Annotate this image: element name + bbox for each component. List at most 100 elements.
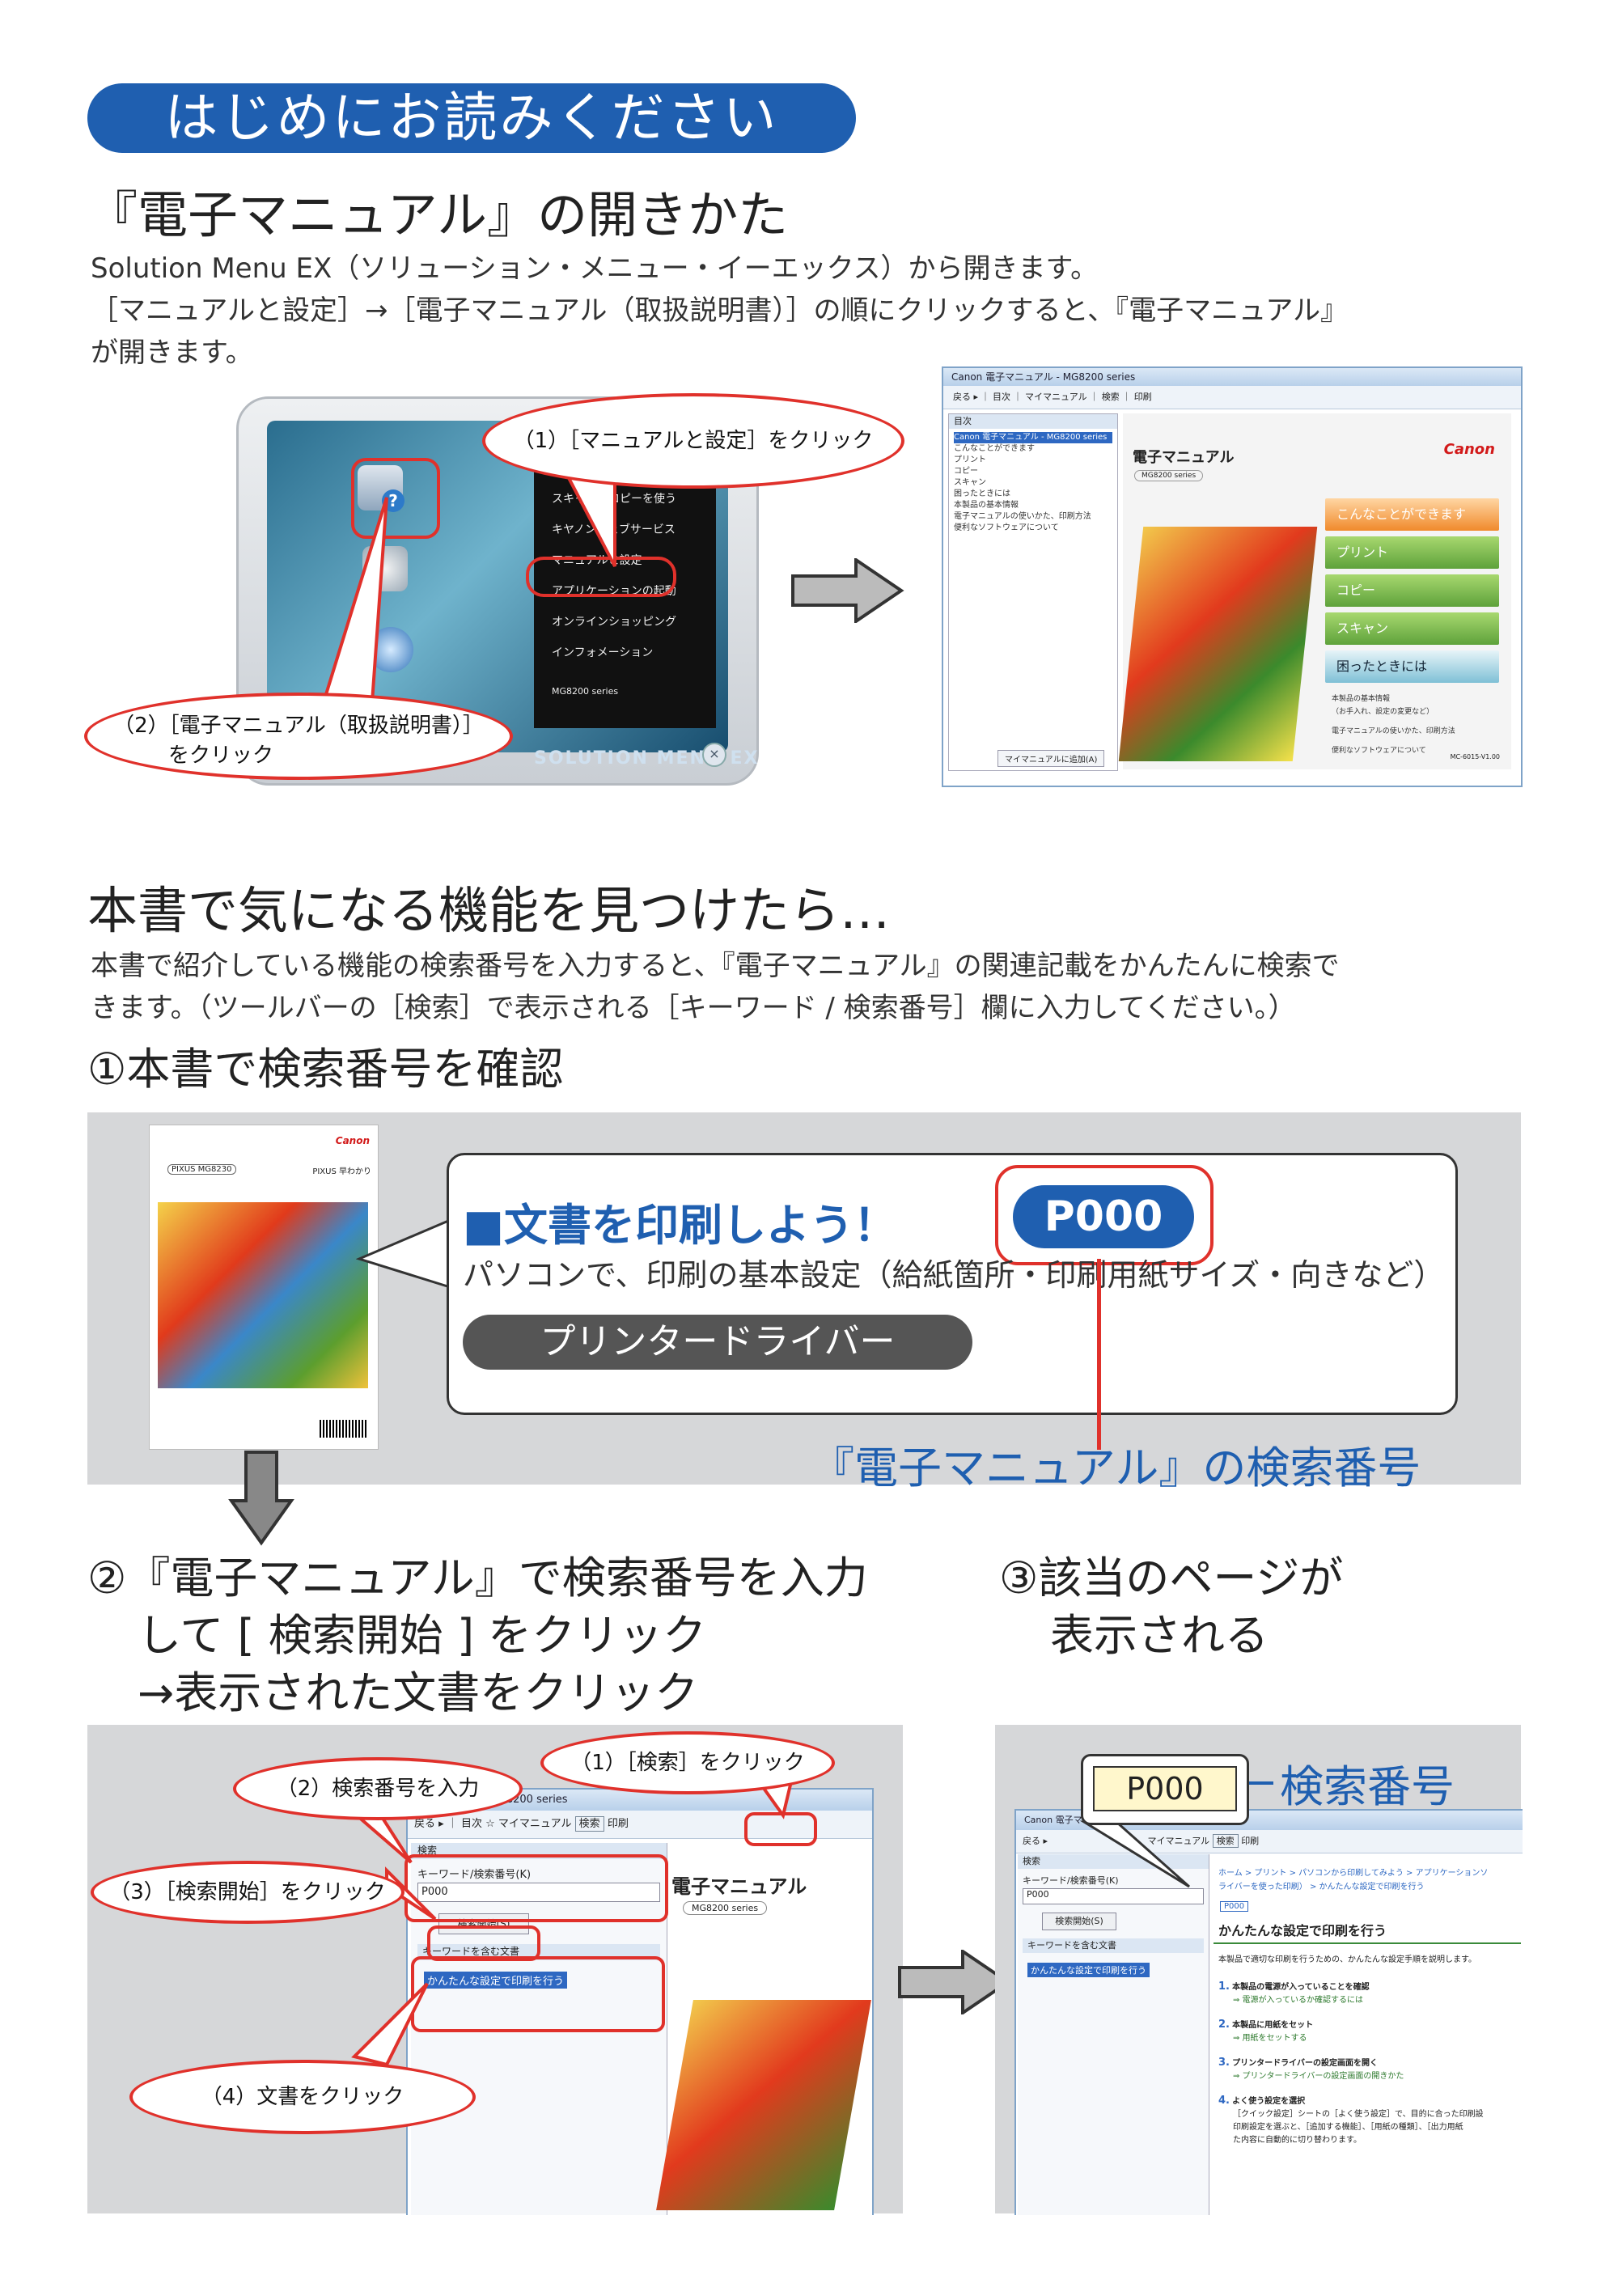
manual-heading: 電子マニュアル [671, 1875, 807, 1898]
toolbar-print[interactable]: 印刷 [1133, 392, 1152, 402]
tree-item[interactable]: コピー [954, 467, 978, 476]
step-text: 本製品に用紙をセット [1232, 2021, 1314, 2030]
step-detail: 印刷設定を選ぶと、［追加する機能］、［用紙の種類］、［出力用紙 [1233, 2123, 1463, 2132]
menu-item-shopping[interactable]: オンラインショッピング [552, 616, 676, 629]
tree-item[interactable]: スキャン [954, 478, 986, 487]
search-field-label: キーワード/検索番号(K) [417, 1869, 532, 1881]
manual-window: Canon 電子マニュアル - MG8200 series 戻る ▸ ｜ 目次 … [942, 366, 1523, 787]
model-pill: MG8200 series [683, 1901, 768, 1915]
tree-item[interactable]: 本製品の基本情報 [954, 501, 1019, 510]
help-icon-highlight [351, 458, 440, 539]
caption-connector-line [1097, 1259, 1101, 1450]
booklet-brand: Canon [335, 1135, 370, 1146]
result-search-input[interactable]: P000 [1023, 1888, 1204, 1904]
model-label: MG8200 series [552, 686, 619, 697]
callout-click-document: （4）文書をクリック [129, 2060, 476, 2134]
search-result-highlight [411, 1956, 665, 2032]
result-field-label: キーワード/検索番号(K) [1023, 1875, 1119, 1886]
booklet-guide-title: PIXUS 早わかり [312, 1167, 371, 1176]
tree-item[interactable]: 電子マニュアルの使いかた、印刷方法 [954, 512, 1091, 521]
callout2-line2: をクリック [168, 743, 274, 768]
toolbar-back[interactable]: 戻る [414, 1818, 436, 1830]
toolbar-toc[interactable]: 目次 [460, 1818, 482, 1830]
result-steps: 1. 本製品の電源が入っていることを確認 ⇒ 電源が入っているか確認するには 2… [1214, 1980, 1521, 2147]
model-pill: MG8200 series [1134, 470, 1204, 481]
flower-photo-collage [1118, 527, 1318, 761]
callout-tails [321, 472, 616, 704]
step3-line2: 表示される [1050, 1610, 1269, 1661]
breadcrumb-line1[interactable]: ホーム > プリント > パソコンから印刷してみよう > アプリケーションソ [1218, 1869, 1489, 1878]
toolbar-mymanual[interactable]: マイマニュアル [1025, 392, 1087, 402]
toc-tree: Canon 電子マニュアル - MG8200 series こんなことができます… [949, 429, 1117, 537]
tree-root[interactable]: Canon 電子マニュアル - MG8200 series [954, 432, 1112, 443]
btn-copy[interactable]: コピー [1325, 574, 1499, 607]
step-link[interactable]: ⇒ 電源が入っているか確認するには [1233, 1996, 1364, 2005]
result-item[interactable]: かんたんな設定で印刷を行う [1027, 1963, 1150, 1977]
toolbar-search[interactable]: 検索 [574, 1816, 604, 1832]
link-basic-info[interactable]: 本製品の基本情報 [1332, 695, 1391, 703]
toolbar-mymanual[interactable]: マイマニュアル [1147, 1836, 1210, 1846]
right-arrow-icon [791, 558, 904, 623]
btn-scan[interactable]: スキャン [1325, 612, 1499, 645]
tree-item[interactable]: プリント [954, 455, 986, 464]
toolbar-mymanual[interactable]: マイマニュアル [498, 1818, 572, 1830]
toolbar-print[interactable]: 印刷 [1241, 1836, 1260, 1846]
step1-title: ①本書で検索番号を確認 [87, 1044, 564, 1095]
search-result-item[interactable]: かんたんな設定で印刷を行う [424, 1972, 568, 1989]
step-detail: た内容に自動的に切り替わります。 [1233, 2136, 1362, 2145]
menu-item-info[interactable]: インフォメーション [552, 646, 654, 659]
manual-window-title: Canon 電子マニュアル - MG8200 series [943, 368, 1521, 386]
barcode-icon [320, 1420, 368, 1438]
canon-logo: Canon [1443, 441, 1495, 458]
callout-start-search: （3）［検索開始］をクリック [91, 1861, 404, 1924]
result-code-tag: P000 [1220, 1901, 1249, 1912]
close-icon[interactable]: × [702, 743, 726, 767]
search-code-badge: P000 [1013, 1185, 1194, 1248]
tree-item[interactable]: こんなことができます [954, 444, 1035, 453]
step-link[interactable]: ⇒ 用紙をセットする [1233, 2034, 1307, 2043]
link-software[interactable]: 便利なソフトウェアについて [1332, 747, 1426, 755]
tree-item[interactable]: 便利なソフトウェアについて [954, 523, 1059, 532]
toc-pane: 目次 Canon 電子マニュアル - MG8200 series こんなことがで… [948, 413, 1118, 771]
toolbar-search[interactable]: 検索 [1212, 1834, 1239, 1848]
callout2-line1: （2）［電子マニュアル（取扱説明書）］ [113, 714, 484, 738]
search-code-highlight [995, 1165, 1214, 1265]
add-to-mymanual-button[interactable]: マイマニュアルに追加(A) [997, 750, 1105, 767]
btn-print[interactable]: プリント [1325, 536, 1499, 569]
section2-line2: きます。（ツールバーの［検索］で表示される［キーワード / 検索番号］欄に入力し… [91, 992, 1296, 1024]
step-link[interactable]: ⇒ プリンタードライバーの設定画面の開きかた [1233, 2072, 1404, 2081]
toolbar-back[interactable]: 戻る [953, 392, 971, 402]
card-pointer [356, 1214, 460, 1292]
toolbar-search[interactable]: 検索 [1101, 392, 1120, 402]
section2-line1: 本書で紹介している機能の検索番号を入力すると、『電子マニュアル』の関連記載をかん… [91, 950, 1340, 982]
toolbar-toc[interactable]: 目次 [993, 392, 1011, 402]
step-num: 1. [1218, 1980, 1230, 1993]
toolbar-back[interactable]: 戻る [1023, 1836, 1040, 1846]
printer-driver-pill: プリンタードライバー [463, 1315, 972, 1370]
breadcrumb-line2[interactable]: ライバーを使った印刷） > かんたんな設定で印刷を行う [1218, 1883, 1425, 1891]
callout-manual-settings: （1）［マニュアルと設定］をクリック [482, 393, 904, 489]
btn-troubleshoot[interactable]: 困ったときには [1325, 650, 1499, 683]
result-start-button[interactable]: 検索開始(S) [1042, 1913, 1116, 1930]
result-code-caption: 検索番号 [1280, 1761, 1455, 1812]
search-input[interactable]: P000 [417, 1883, 660, 1902]
result-window: Canon 電子マニュアル 戻る ▸ マイマニュアル 検索 印刷 検索 キーワー… [1014, 1809, 1523, 2215]
callout-electronic-manual: （2）［電子マニュアル（取扱説明書）］ をクリック [84, 693, 513, 780]
result-results-header: キーワードを含む文書 [1023, 1938, 1204, 1953]
btn-features[interactable]: こんなことができます [1325, 498, 1499, 531]
booklet-cover: Canon PIXUS MG8230 PIXUS 早わかり [149, 1125, 379, 1450]
section2-title: 本書で気になる機能を見つけたら… [87, 881, 891, 940]
step2-line3: →表示された文書をクリック [138, 1667, 699, 1718]
section1-line2: ［マニュアルと設定］→［電子マニュアル（取扱説明書）］の順にクリックすると、『電… [91, 294, 1349, 327]
example-card [447, 1153, 1458, 1415]
section1-line1: Solution Menu EX（ソリューション・メニュー・イーエックス）から開… [91, 252, 1099, 285]
step-text: よく使う設定を選択 [1232, 2097, 1306, 2106]
manual-code: MC-6015-V1.00 [1450, 753, 1500, 760]
right-arrow-icon [898, 1950, 1011, 2014]
step-num: 2. [1218, 2019, 1230, 2031]
tree-item[interactable]: 困ったときには [954, 489, 1010, 498]
toolbar-print[interactable]: 印刷 [607, 1818, 629, 1830]
search-callout-tails [333, 1780, 794, 2067]
link-howto[interactable]: 電子マニュアルの使いかた、印刷方法 [1332, 727, 1455, 735]
manual-settings-highlight [526, 557, 676, 597]
